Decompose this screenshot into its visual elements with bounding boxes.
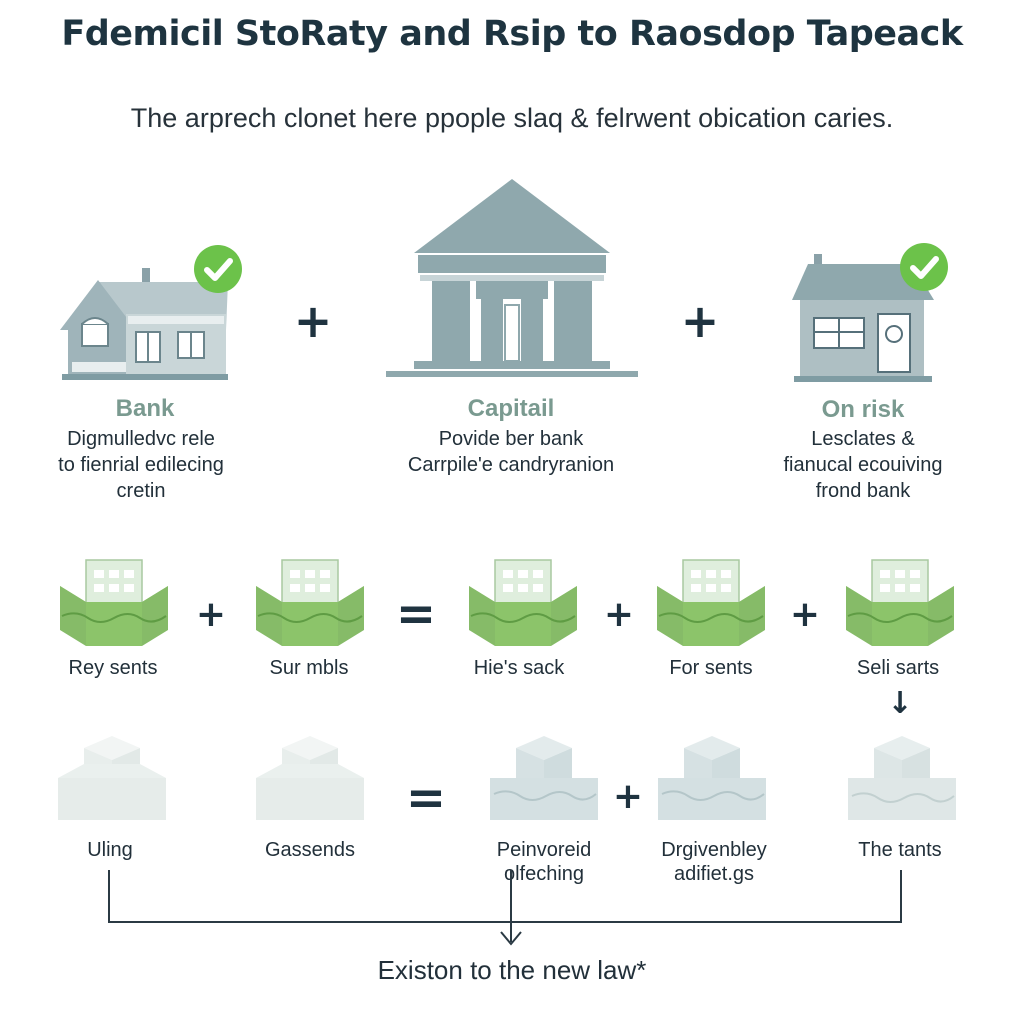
check-icon — [899, 242, 949, 292]
bracket-connector — [100, 870, 920, 950]
row2-label: Gassends — [264, 839, 356, 861]
footer-caption: Existon to the new law* — [377, 955, 647, 985]
bank-label: Bank — [115, 395, 175, 422]
money-box-icon — [844, 558, 956, 650]
plus-operator: + — [789, 594, 821, 635]
down-arrow-icon: ↓ — [887, 686, 913, 721]
row1-label: Seli sarts — [856, 657, 940, 679]
plus-operator: + — [195, 594, 227, 635]
faded-box-icon — [656, 734, 768, 824]
capital-label: Capitail — [467, 395, 555, 422]
faded-box-icon — [56, 734, 168, 824]
onrisk-description: Lesclates & fianucal ecouiving frond ban… — [783, 428, 943, 502]
equals-operator: = — [395, 586, 437, 642]
capital-description: Povide ber bank Carrpile'e candryranion — [407, 428, 615, 476]
plus-operator: + — [612, 776, 644, 817]
faded-box-icon — [846, 734, 958, 824]
faded-box-icon — [488, 734, 600, 824]
plus-operator: + — [293, 294, 333, 348]
plus-operator: + — [680, 294, 720, 348]
equals-operator: = — [405, 770, 447, 826]
row2-label: The tants — [858, 839, 942, 861]
bank-description: Digmulledvc rele to fienrial edilecing c… — [58, 428, 224, 502]
row1-label: Hie's sack — [473, 657, 565, 679]
bank-house-icon — [58, 250, 233, 385]
money-box-icon — [254, 558, 366, 650]
faded-box-icon — [254, 734, 366, 824]
row2-label: Uling — [87, 839, 133, 861]
row1-label: Sur mbls — [269, 657, 349, 679]
money-box-icon — [58, 558, 170, 650]
money-box-icon — [467, 558, 579, 650]
check-icon — [193, 244, 243, 294]
page-title: Fdemicil StoRaty and Rsip to Raosdop Tap… — [61, 14, 963, 54]
plus-operator: + — [603, 594, 635, 635]
page-subtitle: The arprech clonet here ppople slaq & fe… — [130, 103, 894, 133]
money-box-icon — [655, 558, 767, 650]
capital-building-icon — [384, 175, 640, 385]
onrisk-label: On risk — [821, 396, 905, 423]
row1-label: For sents — [669, 657, 753, 679]
row1-label: Rey sents — [68, 657, 158, 679]
onrisk-house-icon — [788, 252, 938, 384]
